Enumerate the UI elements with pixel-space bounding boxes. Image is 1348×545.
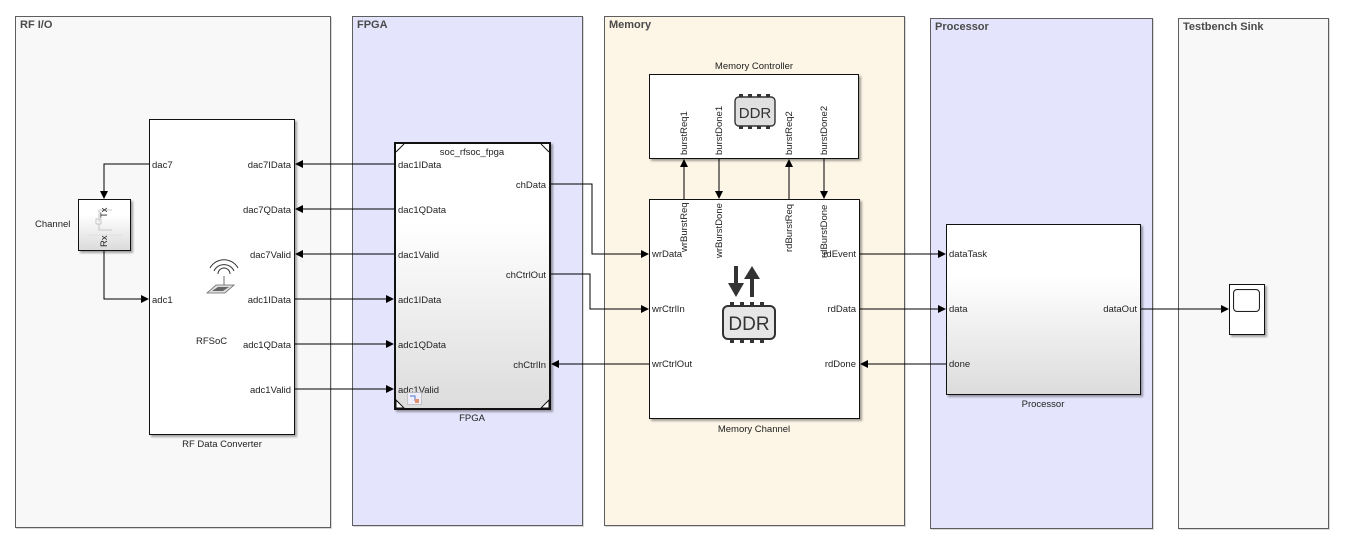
rfsoc-antenna-icon [205,259,239,294]
fpga-block[interactable]: soc_rfsoc_fpga dac1IData dac1QData dac1V… [394,142,551,410]
channel-icon [87,209,122,236]
port-dac1IData: dac1IData [398,160,442,171]
port-dac7IData: dac7IData [247,160,291,171]
processor-block-caption: Processor [1021,399,1065,410]
port-adc1: adc1 [152,295,173,306]
scope-icon [1233,289,1260,312]
port-dac7QData: dac7QData [242,205,291,216]
fpga-block-caption: FPGA [459,413,485,424]
channel-port-tx: Tx [99,207,110,218]
port-dataOut: dataOut [1103,304,1137,315]
port-dac7: dac7 [152,160,173,171]
memory-controller-block[interactable]: DDR burstReq1 burstDone1 burstReq2 burst… [649,74,859,159]
port-dac7Valid: dac7Valid [249,250,291,261]
port-data: data [949,304,968,315]
port-wrData: wrData [652,249,683,260]
port-dac1QData: dac1QData [398,205,447,216]
port-done: done [949,359,971,370]
fpga-block-title: soc_rfsoc_fpga [439,147,505,158]
area-title-fpga: FPGA [357,19,388,31]
port-wrBurstReq: wrBurstReq [679,202,690,252]
rf-data-converter-caption: RF Data Converter [182,439,262,450]
area-title-processor: Processor [935,21,989,33]
area-title-memory: Memory [609,19,652,31]
rf-data-converter-block[interactable]: dac7 adc1 dac7IData dac7QData dac7Valid … [149,119,295,435]
channel-block[interactable]: Tx Rx [78,199,131,251]
channel-port-rx: Rx [99,235,110,247]
ddr-chip-label: DDR [739,105,772,122]
port-dac1Valid: dac1Valid [398,250,440,261]
area-testbench-sink: Testbench Sink [1178,18,1329,529]
memory-channel-caption: Memory Channel [717,424,791,435]
ddr-chip-icon: DDR [734,94,776,129]
ddr-transfer-icon: DDR [722,266,776,343]
area-title-testbench-sink: Testbench Sink [1183,21,1264,33]
scope-block[interactable] [1229,284,1265,335]
channel-caption: Channel [35,219,71,230]
port-wrBurstDone: wrBurstDone [714,203,725,258]
fpga-corner-marks [396,144,549,408]
port-burstReq1: burstReq1 [679,111,690,155]
port-burstDone2: burstDone2 [819,105,830,155]
port-rdBurstReq: rdBurstReq [784,203,795,252]
rfsoc-icon-label: RFSoC [196,336,228,347]
port-fpga-adc1IData: adc1IData [398,295,442,306]
port-rdEvent: rdEvent [823,249,856,260]
port-dataTask: dataTask [949,249,988,260]
model-reference-icon [407,392,422,405]
area-title-rf-io: RF I/O [20,19,53,31]
memory-channel-block[interactable]: wrBurstReq wrBurstDone rdBurstReq rdBurs… [649,199,860,419]
port-rdDone: rdDone [824,359,856,370]
port-chCtrlOut: chCtrlOut [505,270,546,281]
port-wrCtrlOut: wrCtrlOut [652,359,693,370]
ddr-transfer-label: DDR [728,314,769,335]
memory-controller-caption: Memory Controller [714,61,794,72]
port-adc1Valid: adc1Valid [249,385,291,396]
port-adc1QData: adc1QData [242,340,291,351]
port-chCtrlIn: chCtrlIn [513,360,546,371]
port-rdData: rdData [827,304,856,315]
port-wrCtrlIn: wrCtrlIn [652,304,685,315]
port-fpga-adc1Valid: adc1Valid [398,385,440,396]
port-chData: chData [515,180,546,191]
processor-block[interactable]: dataTask data done dataOut [946,224,1141,395]
port-burstDone1: burstDone1 [714,105,725,155]
port-fpga-adc1QData: adc1QData [398,340,447,351]
port-adc1IData: adc1IData [247,295,291,306]
port-burstReq2: burstReq2 [784,111,795,155]
